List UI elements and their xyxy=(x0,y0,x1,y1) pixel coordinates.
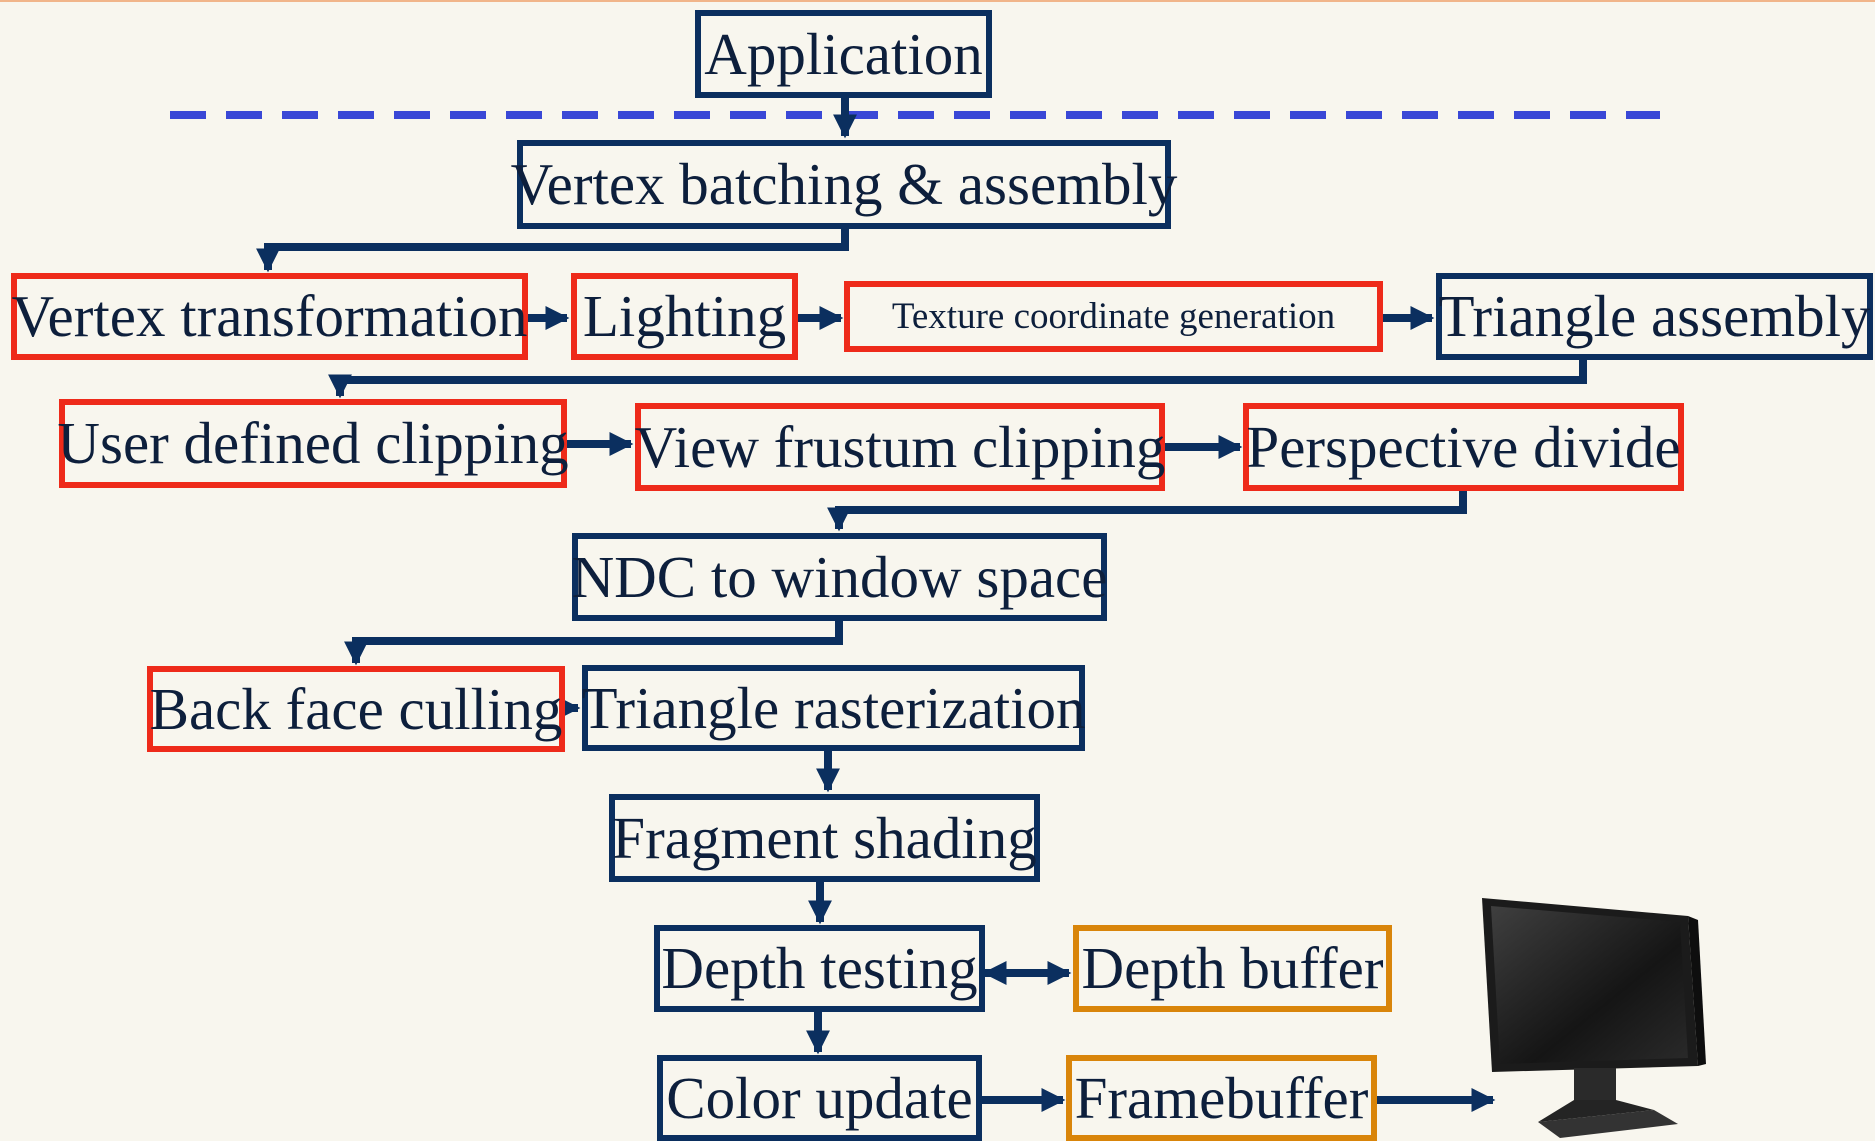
top-rule xyxy=(0,0,1875,2)
triangle-rasterization-box: Triangle rasterization xyxy=(581,665,1086,751)
vertex-batching-box: Vertex batching & assembly xyxy=(511,140,1177,229)
depth-testing-box: Depth testing xyxy=(654,925,985,1012)
back-face-culling-box: Back face culling xyxy=(147,666,565,752)
lighting-box: Lighting xyxy=(571,273,798,360)
framebuffer-box: Framebuffer xyxy=(1066,1055,1377,1141)
ndc-to-window-space-box: NDC to window space xyxy=(572,533,1107,621)
view-frustum-clipping-box: View frustum clipping xyxy=(635,403,1165,491)
monitor-icon xyxy=(1482,898,1706,1138)
arrow-ndc-to-back-face xyxy=(344,619,843,666)
user-defined-clipping-box: User defined clipping xyxy=(57,399,569,488)
fragment-shading-box: Fragment shading xyxy=(609,794,1040,882)
vertex-transformation-box: Vertex transformation xyxy=(11,273,528,360)
arrow-triangle-assembly-to-user-clipping xyxy=(328,353,1587,399)
triangle-assembly-box: Triangle assembly xyxy=(1436,273,1873,360)
arrow-batching-to-transformation xyxy=(256,226,849,273)
perspective-divide-box: Perspective divide xyxy=(1243,403,1684,491)
texture-coordinate-generation-box: Texture coordinate generation xyxy=(844,281,1383,352)
arrow-perspective-to-ndc xyxy=(827,485,1467,532)
depth-buffer-box: Depth buffer xyxy=(1073,925,1392,1012)
application-box: Application xyxy=(695,10,992,98)
color-update-box: Color update xyxy=(657,1055,982,1141)
